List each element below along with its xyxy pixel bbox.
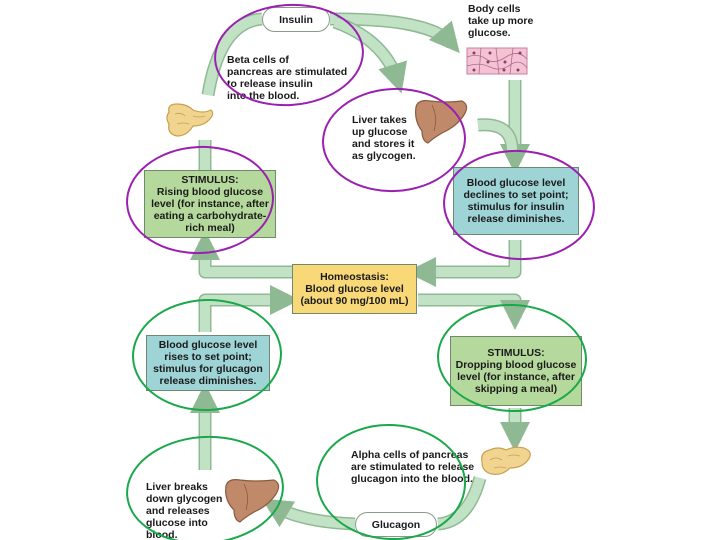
- arrow-liver-to-decline: [477, 119, 517, 151]
- arrow-pancreas-to-insulin: [203, 14, 263, 96]
- liver-icon: [412, 97, 470, 150]
- alpha-cells-text: Alpha cells of pancreas are stimulated t…: [351, 449, 475, 485]
- glucose-declines-box: Blood glucose level declines to set poin…: [453, 167, 579, 235]
- arrow-rises-to-homeostasis: [200, 285, 300, 332]
- arrow-homeostasis-to-dropping: [418, 295, 530, 330]
- arrow-insulin-to-body-cells: [329, 13, 460, 54]
- pancreas-icon: [163, 100, 215, 145]
- arrow-decline-to-homeostasis: [406, 240, 520, 287]
- homeostasis-box: Homeostasis: Blood glucose level (about …: [292, 264, 417, 314]
- arrow-homeostasis-to-stimulus: [190, 230, 292, 277]
- glucagon-label: Glucagon: [355, 512, 437, 537]
- body-cells-icon: [466, 47, 528, 80]
- body-cells-text: Body cells take up more glucose.: [468, 3, 534, 39]
- liver-icon: [222, 474, 282, 529]
- beta-cells-text: Beta cells of pancreas are stimulated to…: [227, 54, 348, 102]
- insulin-label: Insulin: [262, 7, 330, 32]
- liver-takes-glucose-text: Liver takes up glucose and stores it as …: [352, 114, 416, 162]
- stimulus-dropping-box: STIMULUS: Dropping blood glucose level (…: [450, 336, 582, 406]
- glucose-rises-box: Blood glucose level rises to set point; …: [146, 335, 270, 391]
- stimulus-rising-box: STIMULUS: Rising blood glucose level (fo…: [144, 170, 276, 238]
- arrow-insulin-to-liver: [333, 17, 407, 94]
- arrow-glucagon-to-liver: [261, 498, 356, 529]
- pancreas-icon: [478, 442, 534, 483]
- liver-breaks-glycogen-text: Liver breaks down glycogen and releases …: [146, 481, 223, 540]
- arrow-pancreas-to-glucagon: [437, 476, 485, 529]
